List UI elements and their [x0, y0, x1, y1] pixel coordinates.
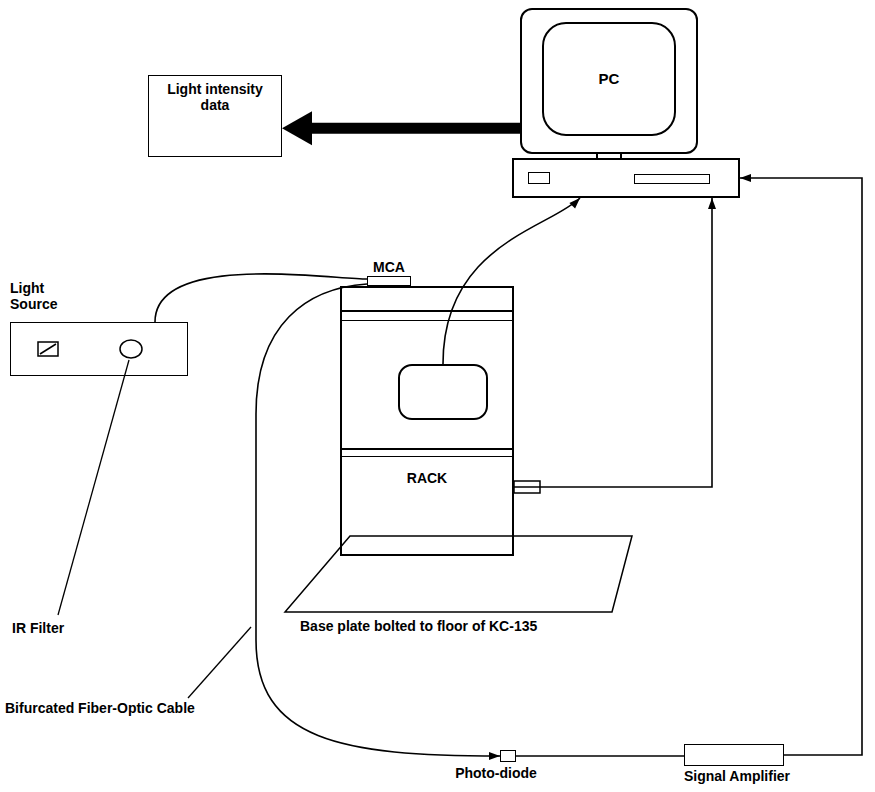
connector	[155, 274, 367, 322]
signal-amplifier: Signal Amplifier	[662, 744, 812, 786]
connector-line	[256, 284, 500, 756]
node-text: RACK	[342, 470, 512, 486]
monitor: PC	[520, 8, 698, 154]
mca-box	[367, 276, 411, 286]
output-box: Light intensity data	[148, 75, 282, 157]
rack-line	[342, 448, 512, 450]
callout-label: Bifurcated Fiber-Optic Cable	[5, 700, 195, 717]
switch-mark	[40, 344, 56, 354]
screen: PC	[542, 22, 676, 136]
node-text: MCA	[362, 259, 416, 275]
connector	[443, 198, 580, 364]
connector	[256, 284, 500, 760]
connector	[516, 756, 684, 757]
node-text: Signal Amplifier	[662, 768, 812, 784]
rack-line	[342, 456, 512, 457]
rack-window	[398, 364, 488, 420]
callout-label: IR Filter	[12, 620, 64, 637]
light-source: Light Source	[10, 280, 188, 378]
power-switch	[38, 342, 58, 356]
arrowhead	[740, 174, 751, 182]
connector-line	[516, 755, 684, 757]
connector-line	[306, 123, 520, 134]
arrowhead	[489, 752, 500, 760]
diode-body	[500, 750, 516, 762]
equipment-rack: RACK	[340, 286, 514, 556]
node-text: Light intensity data	[157, 81, 273, 113]
connector-line	[514, 198, 712, 487]
arrowhead	[569, 198, 580, 209]
arrowhead	[282, 111, 312, 145]
callout-label: Base plate bolted to floor of KC-135	[300, 618, 575, 635]
node-text: PC	[599, 71, 620, 87]
light-source-box	[10, 322, 188, 376]
computer: PC	[512, 8, 740, 198]
filter-port	[120, 340, 142, 358]
rack-line	[342, 320, 512, 321]
leader-line	[58, 360, 129, 615]
system-unit	[512, 158, 740, 198]
connector	[740, 174, 862, 755]
connector-line	[155, 274, 367, 322]
mca-unit: MCA	[362, 259, 416, 287]
leader-line	[188, 627, 251, 698]
node-text: Photo-diode	[440, 765, 552, 781]
drive-slot	[528, 172, 550, 184]
arrowhead	[708, 198, 716, 209]
connector	[514, 198, 716, 487]
node-text: Light Source	[10, 280, 82, 312]
drive-bay	[634, 174, 710, 184]
rack-line	[342, 310, 512, 312]
base-plate	[285, 536, 632, 612]
amplifier-box	[684, 744, 784, 766]
connector-line	[443, 198, 580, 364]
photo-diode: Photo-diode	[440, 748, 552, 786]
connector	[282, 111, 520, 145]
connector-line	[740, 178, 862, 755]
